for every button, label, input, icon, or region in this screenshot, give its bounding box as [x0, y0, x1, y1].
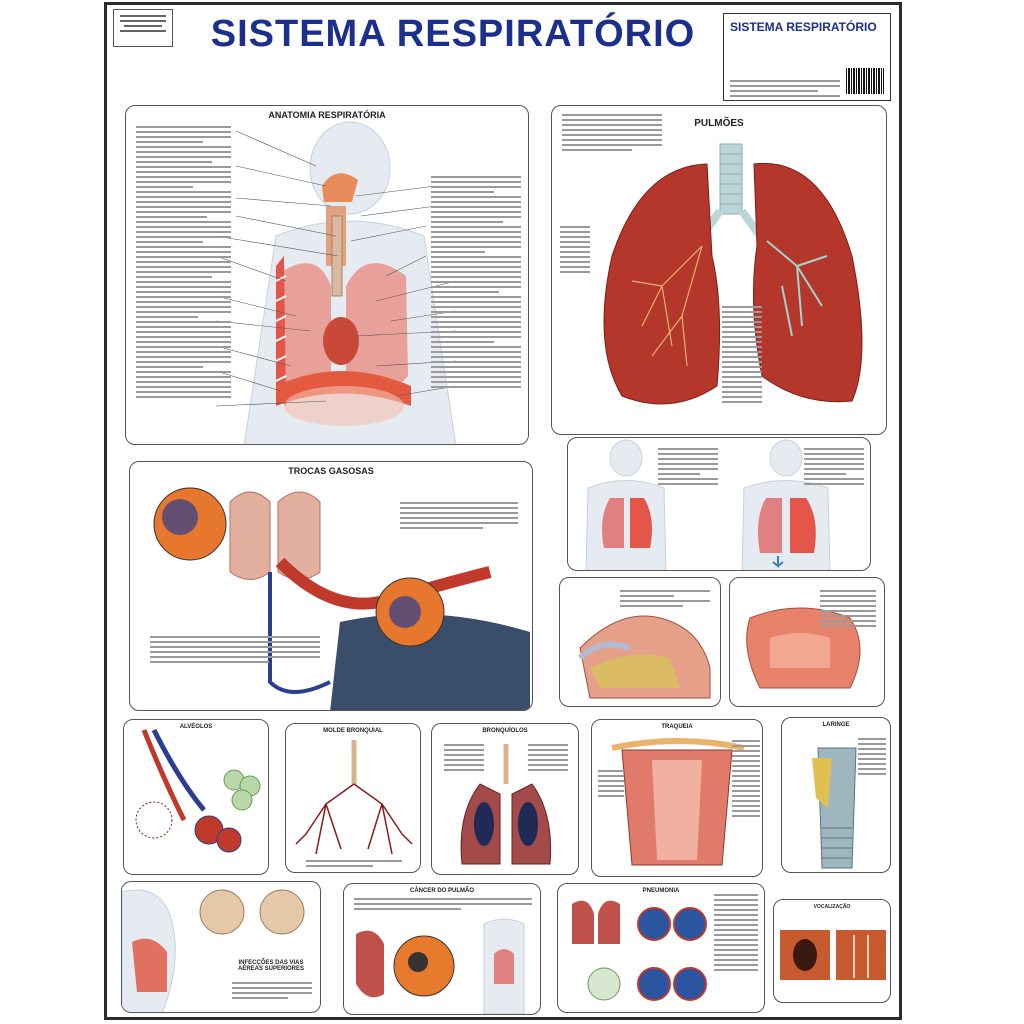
panel-bronchial-tree-title: MOLDE BRONQUIAL — [323, 728, 383, 734]
panel-bronchial-tree: MOLDE BRONQUIAL — [285, 723, 421, 873]
panel-alveoli-title: ALVÉOLOS — [179, 724, 213, 730]
panel-alveoli: ALVÉOLOS — [123, 719, 269, 875]
nasal-section-labels — [820, 590, 876, 630]
panel-upper-airways-title: INFECÇÕES DAS VIAS AÉREAS SUPERIORES — [237, 960, 304, 972]
panel-nasal-cavity — [559, 577, 721, 707]
torso-illustration — [215, 121, 457, 444]
panel-pneumonia: PNEUMONIA — [557, 883, 765, 1013]
vocalization-illustration — [780, 930, 886, 980]
trachea-labels-left — [598, 770, 624, 800]
bronchioles-labels-left — [444, 744, 484, 774]
poster-title: SISTEMA RESPIRATÓRIO — [210, 13, 696, 55]
anatomy-left-text — [136, 126, 231, 401]
panel-trachea: TRAQUEIA — [591, 719, 763, 877]
alveoli-illustration — [135, 728, 261, 853]
panel-bronchioles-title: BRONQUÍOLOS — [482, 728, 528, 734]
panel-lung-cancer-title: CÂNCER DO PULMÃO — [410, 888, 474, 894]
panel-anatomy-title: ANATOMIA RESPIRATÓRIA — [268, 110, 386, 120]
inspiration-text — [804, 448, 864, 488]
anatomy-right-text — [431, 176, 521, 391]
nasal-cavity-labels — [620, 590, 710, 610]
panel-upper-airways: INFECÇÕES DAS VIAS AÉREAS SUPERIORES — [121, 881, 321, 1013]
lungs-center-labels — [722, 306, 762, 406]
lung-cancer-illustration — [356, 918, 525, 1014]
trachea-labels-right — [732, 740, 760, 820]
pneumonia-text — [714, 894, 758, 974]
product-label-text — [730, 80, 840, 100]
larynx-illustration — [812, 747, 857, 869]
panel-gas-exchange: TROCAS GASOSAS — [129, 461, 533, 711]
panel-larynx-title: LARINGE — [822, 722, 850, 728]
breathing-illustration — [585, 439, 831, 570]
upper-airways-text — [232, 982, 312, 1002]
bronchial-tree-illustration — [295, 740, 413, 855]
panel-gas-exchange-title: TROCAS GASOSAS — [288, 466, 374, 476]
gas-exchange-text-left — [150, 636, 320, 666]
panel-lungs-title: PULMÕES — [694, 118, 744, 129]
panel-trachea-title: TRAQUEIA — [661, 724, 693, 730]
product-label-title: SISTEMA RESPIRATÓRIO — [730, 20, 877, 34]
panel-vocalization: VOCALIZAÇÃO — [773, 899, 891, 1003]
panel-lungs: PULMÕES — [551, 105, 887, 435]
panel-breathing — [567, 437, 871, 571]
larynx-labels — [858, 738, 886, 778]
panel-lung-cancer: CÂNCER DO PULMÃO — [343, 883, 541, 1015]
panel-anatomy: ANATOMIA RESPIRATÓRIA — [125, 105, 529, 445]
barcode — [846, 68, 884, 94]
panel-bronchioles: BRONQUÍOLOS — [431, 723, 579, 875]
product-label: SISTEMA RESPIRATÓRIO — [723, 13, 891, 101]
nasal-cavity-illustration — [577, 615, 711, 699]
gas-exchange-text-right — [400, 502, 518, 532]
panel-pneumonia-title: PNEUMONIA — [642, 888, 680, 894]
lung-cancer-text — [354, 898, 532, 913]
bronchioles-labels-right — [528, 744, 568, 774]
publisher-logo — [113, 9, 173, 47]
panel-vocalization-title: VOCALIZAÇÃO — [813, 904, 851, 910]
lungs-left-labels — [560, 226, 590, 276]
lungs-intro-text — [562, 114, 662, 154]
bronchial-tree-caption — [306, 860, 402, 870]
panel-nasal-section — [729, 577, 885, 707]
upper-airways-illustration — [122, 889, 305, 1012]
trachea-illustration — [611, 738, 745, 866]
lungs-illustration — [603, 143, 863, 405]
bronchioles-illustration — [460, 744, 552, 865]
gas-exchange-illustration — [153, 487, 530, 710]
pneumonia-illustration — [572, 900, 707, 1001]
expiration-text — [658, 448, 718, 488]
nasal-section-illustration — [746, 607, 861, 689]
panel-larynx: LARINGE — [781, 717, 891, 873]
poster: SISTEMA RESPIRATÓRIO SISTEMA RESPIRATÓRI… — [104, 2, 902, 1020]
